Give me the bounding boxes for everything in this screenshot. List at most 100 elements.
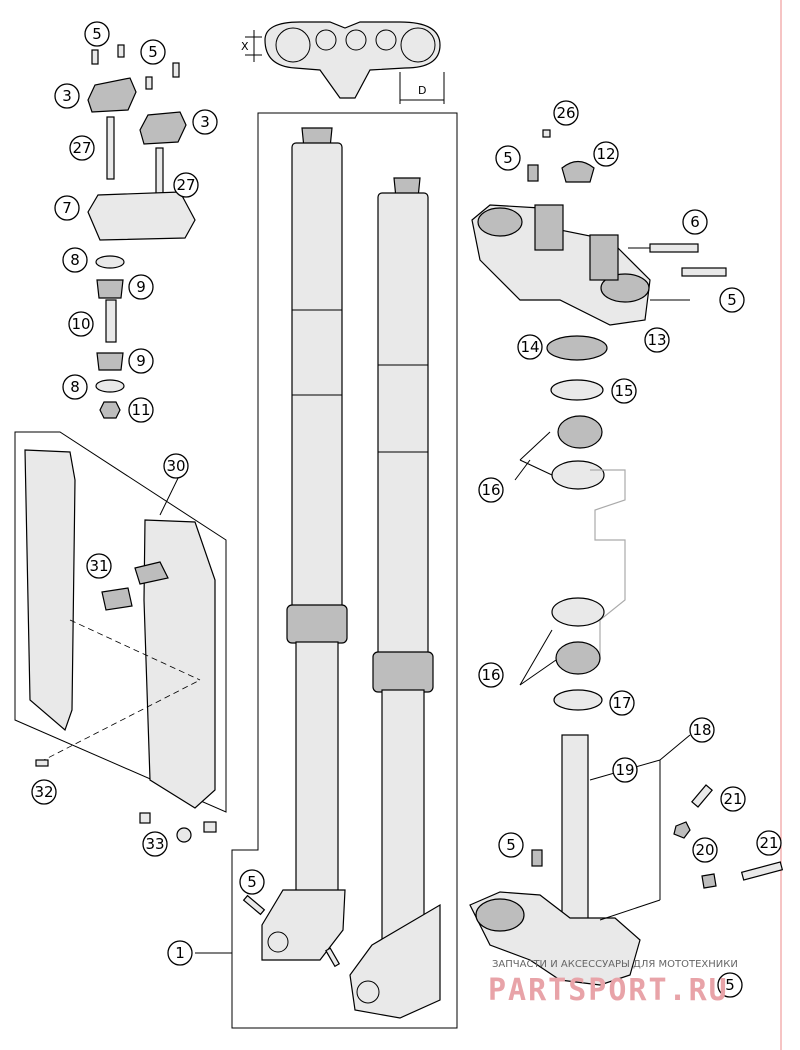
callout-5d-label: 5 — [727, 291, 737, 309]
seal-17-icon — [553, 689, 603, 711]
callout-11-label: 11 — [131, 401, 150, 419]
callout-33: 33 — [142, 831, 168, 857]
callout-5f: 5 — [498, 832, 524, 858]
callout-7: 7 — [54, 195, 80, 221]
clamp-upper-2-icon — [139, 111, 187, 145]
callout-30-label: 30 — [166, 457, 185, 475]
bolt-5b-icon — [117, 44, 125, 58]
callout-5f-label: 5 — [506, 836, 516, 854]
nut-20a-icon — [673, 821, 691, 839]
washer-33-icon — [176, 827, 192, 843]
callout-21a: 21 — [720, 786, 746, 812]
callout-8a-label: 8 — [70, 251, 80, 269]
callout-12: 12 — [593, 141, 619, 167]
dimension-x-label: X — [241, 40, 249, 53]
fork-guard-left-icon — [24, 449, 76, 732]
washer-8b-icon — [95, 379, 125, 393]
callout-20: 20 — [692, 837, 718, 863]
callout-5d: 5 — [719, 287, 745, 313]
callout-21b: 21 — [756, 830, 782, 856]
bolt-5a-icon — [91, 49, 99, 65]
callout-9b: 9 — [128, 348, 154, 374]
callout-5b: 5 — [140, 39, 166, 65]
callout-5a: 5 — [84, 21, 110, 47]
callout-15-label: 15 — [614, 382, 633, 400]
leader-lines — [159, 299, 691, 954]
screw-33-icon — [139, 812, 151, 824]
callout-6-label: 6 — [690, 213, 700, 231]
steering-parts — [469, 129, 784, 986]
callout-27a-label: 27 — [72, 139, 91, 157]
axle-bolt-5-icon — [242, 894, 266, 916]
callout-5e: 5 — [239, 869, 265, 895]
callout-32: 32 — [31, 779, 57, 805]
callout-8a: 8 — [62, 247, 88, 273]
callout-13: 13 — [644, 327, 670, 353]
top-clamp-dimension-view: X D — [241, 21, 445, 104]
fork-guards — [14, 431, 227, 843]
fork-leg-left — [261, 127, 348, 961]
callout-3a-label: 3 — [62, 87, 72, 105]
bolt-5f-icon — [681, 267, 727, 277]
bolt-21a-icon — [691, 784, 713, 808]
callout-32-label: 32 — [34, 783, 53, 801]
callouts: 1 3 3 5 5 5 5 5 5 5 6 7 8 8 9 9 10 11 12… — [31, 21, 782, 998]
bolt-5c-icon — [145, 76, 153, 90]
callout-26-label: 26 — [556, 104, 575, 122]
callout-27b: 27 — [173, 172, 199, 198]
callout-12-label: 12 — [596, 145, 615, 163]
watermark-brand: PARTSPORT.RU — [488, 973, 729, 1008]
ring-15-icon — [550, 379, 604, 401]
callout-13-label: 13 — [647, 331, 666, 349]
callout-5g: 5 — [717, 972, 743, 998]
callout-27b-label: 27 — [176, 176, 195, 194]
callout-19: 19 — [612, 757, 638, 783]
fork-guard-right-icon — [143, 519, 216, 809]
callout-11: 11 — [128, 397, 154, 423]
watermark-caption: ЗАПЧАСТИ И АКСЕССУАРЫ ДЛЯ МОТОТЕХНИКИ — [492, 959, 738, 970]
steering-stem-19-icon — [561, 734, 589, 926]
callout-14-label: 14 — [520, 338, 539, 356]
callout-31-label: 31 — [89, 557, 108, 575]
callout-15: 15 — [611, 378, 637, 404]
callout-10-label: 10 — [71, 315, 90, 333]
clamp-upper-icon — [87, 77, 137, 113]
nut-11-icon — [99, 401, 121, 419]
callout-16a-label: 16 — [481, 481, 500, 499]
axle-bolt-icon — [325, 947, 341, 968]
bolt-5g-icon — [531, 849, 543, 867]
callout-3b: 3 — [192, 109, 218, 135]
callout-8b: 8 — [62, 374, 88, 400]
callout-26: 26 — [553, 100, 579, 126]
screw-32-icon — [35, 759, 49, 767]
callout-5c: 5 — [495, 145, 521, 171]
bolt-5d-icon — [172, 62, 180, 78]
callout-18-label: 18 — [692, 721, 711, 739]
callout-1-label: 1 — [175, 944, 185, 962]
callout-21a-label: 21 — [723, 790, 742, 808]
dimension-d-label: D — [418, 84, 426, 97]
callout-30: 30 — [163, 453, 189, 479]
callout-1: 1 — [167, 940, 193, 966]
callout-27a: 27 — [69, 135, 95, 161]
bolt-21b-icon — [740, 861, 784, 881]
callout-9b-label: 9 — [136, 352, 146, 370]
callout-16a: 16 — [478, 477, 504, 503]
callout-20-label: 20 — [695, 841, 714, 859]
callout-16b-label: 16 — [481, 666, 500, 684]
bushing-9a-icon — [96, 279, 124, 299]
callout-9a-label: 9 — [136, 278, 146, 296]
bearing-16b-icon — [555, 641, 601, 675]
callout-5b-label: 5 — [148, 43, 158, 61]
callout-7-label: 7 — [62, 199, 72, 217]
callout-17: 17 — [609, 690, 635, 716]
nut-33-icon — [203, 821, 217, 833]
callout-5c-label: 5 — [503, 149, 513, 167]
fork-assembly-frame — [231, 112, 458, 1029]
callout-3b-label: 3 — [200, 113, 210, 131]
callout-19-label: 19 — [615, 761, 634, 779]
callout-5a-label: 5 — [92, 25, 102, 43]
dust-seal-14-icon — [546, 335, 608, 361]
bearing-16a-icon — [557, 415, 603, 449]
